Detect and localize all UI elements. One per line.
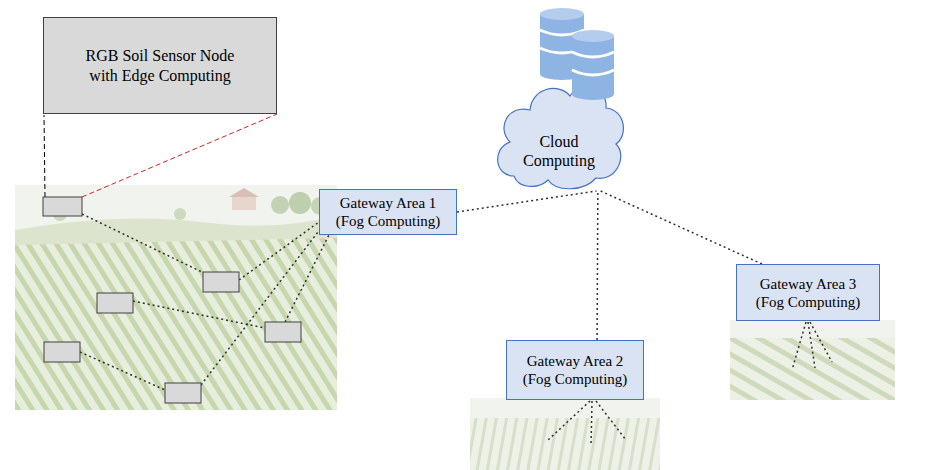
callout-line — [44, 115, 45, 197]
box-label: Gateway Area 2 (Fog Computing) — [514, 352, 636, 388]
cloud-label: Cloud Computing — [519, 132, 599, 170]
callout-line — [82, 114, 277, 197]
vineyard-area-1 — [15, 185, 337, 410]
box-label: Gateway Area 1 (Fog Computing) — [327, 194, 449, 230]
sensor-links — [80, 214, 332, 390]
network-link — [457, 191, 597, 212]
gateway-box: Gateway Area 2 (Fog Computing) — [506, 340, 644, 400]
box-label: Gateway Area 3 (Fog Computing) — [747, 275, 869, 311]
gateway-box: Gateway Area 1 (Fog Computing) — [319, 189, 457, 235]
network-link — [601, 191, 762, 264]
vineyard-area-3 — [730, 320, 895, 400]
gateway-box: Gateway Area 3 (Fog Computing) — [736, 264, 880, 321]
sensor-node-box: RGB Soil Sensor Node with Edge Computing — [43, 17, 277, 114]
box-label: RGB Soil Sensor Node with Edge Computing — [73, 46, 248, 84]
network-link — [597, 191, 599, 340]
cloud-shape: Cloud Computing — [492, 44, 626, 192]
sensor-box — [43, 197, 301, 403]
database-icon — [540, 8, 584, 80]
cloud-outline — [492, 44, 626, 192]
field-area-2 — [470, 398, 660, 470]
